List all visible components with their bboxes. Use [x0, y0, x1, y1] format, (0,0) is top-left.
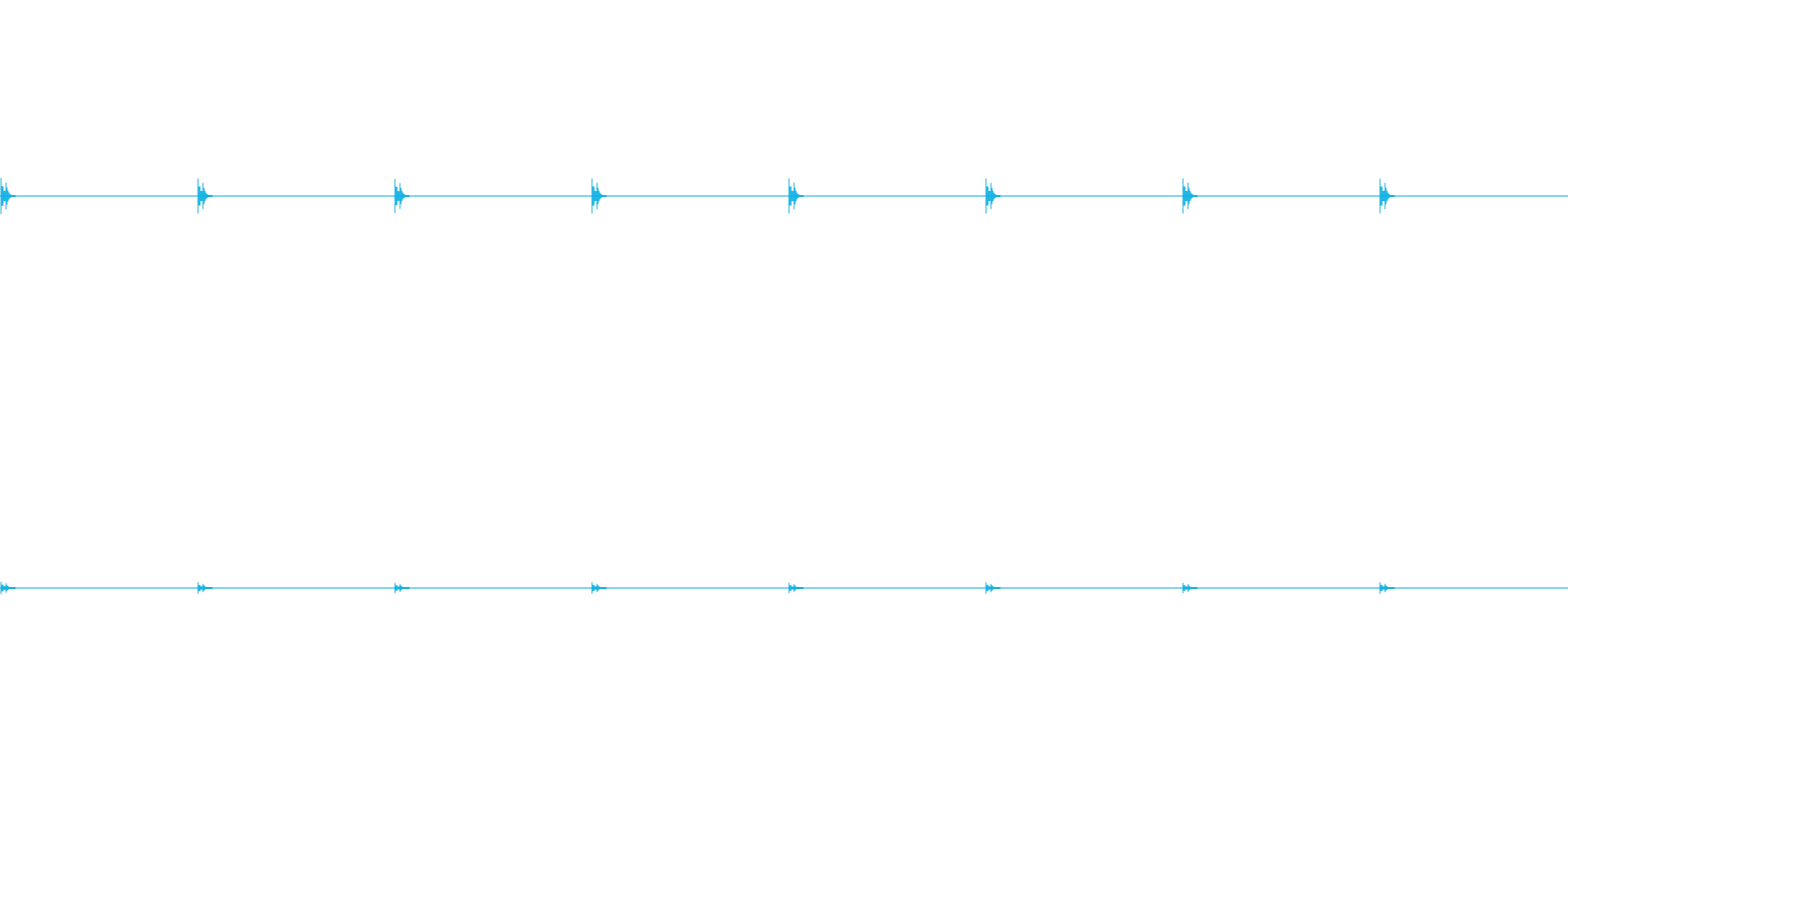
waveform-transient-strokes [591, 178, 607, 214]
waveform-transient-strokes [1182, 178, 1198, 214]
waveform-transient-strokes [0, 178, 16, 214]
waveform-transient-strokes [788, 582, 804, 594]
waveform-transient-strokes [197, 582, 213, 594]
waveform-transient [1182, 582, 1198, 594]
waveform-channel-1 [0, 178, 1568, 214]
waveform-transient [0, 178, 16, 214]
waveform-transient [0, 581, 16, 595]
waveform-transient-strokes [197, 178, 213, 214]
waveform-transient [1182, 178, 1198, 214]
waveform-transient [197, 178, 213, 214]
waveform-transient-strokes [0, 581, 16, 595]
waveform-transient [394, 178, 410, 214]
waveform-transient-strokes [1379, 178, 1395, 214]
waveform-transient [591, 178, 607, 214]
waveform-transient [985, 178, 1001, 214]
waveform-transient [1379, 178, 1395, 214]
waveform-transient [788, 582, 804, 594]
waveform-transient-strokes [394, 582, 410, 594]
waveform-transient-strokes [1182, 582, 1198, 594]
waveform-transient [394, 582, 410, 594]
waveform-transient-strokes [985, 178, 1001, 214]
waveform-transient-strokes [394, 178, 410, 214]
waveform-transient [1379, 582, 1395, 594]
waveform-transient [591, 582, 607, 594]
waveform-transient-strokes [1379, 582, 1395, 594]
waveform-transient-strokes [788, 178, 804, 214]
waveform-transient [788, 178, 804, 214]
waveform-transient-strokes [985, 582, 1001, 594]
waveform-channel-2 [0, 581, 1568, 595]
waveform-transient-strokes [591, 582, 607, 594]
waveform-transient [197, 582, 213, 594]
waveform-transient [985, 582, 1001, 594]
